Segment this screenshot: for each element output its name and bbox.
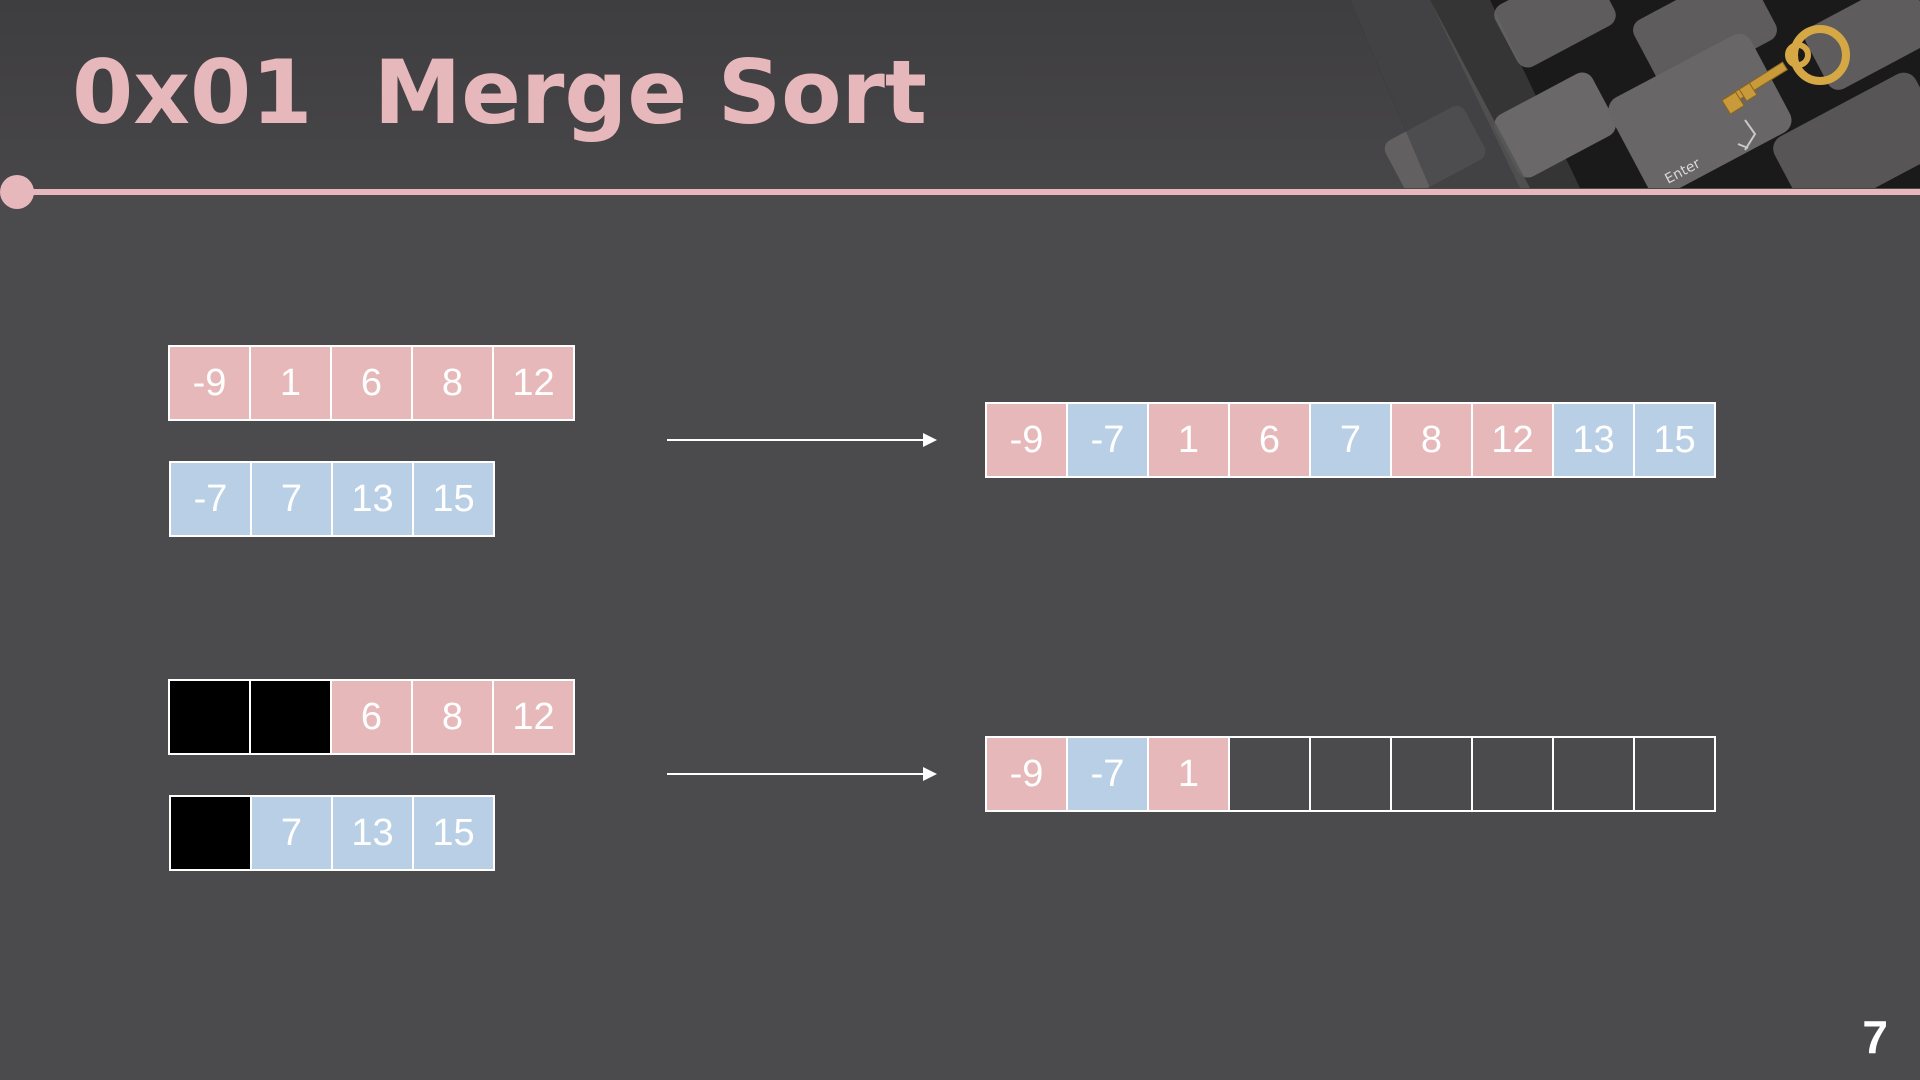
array-cell: 13 <box>1552 402 1635 478</box>
array-cell: 15 <box>412 461 495 537</box>
array-cell: 1 <box>1147 402 1230 478</box>
array-cell: 8 <box>411 679 494 755</box>
empty-cell <box>1309 736 1392 812</box>
array-cell: 13 <box>331 461 414 537</box>
consumed-cell <box>168 679 251 755</box>
array-cell: 1 <box>249 345 332 421</box>
array-cell: -9 <box>985 402 1068 478</box>
array-cell: 8 <box>1390 402 1473 478</box>
array-cell: -7 <box>1066 736 1149 812</box>
merge-arrow-2 <box>667 767 937 781</box>
array-cell: 6 <box>1228 402 1311 478</box>
array-cell: 12 <box>492 345 575 421</box>
array-cell: 8 <box>411 345 494 421</box>
consumed-cell <box>249 679 332 755</box>
array-cell: 1 <box>1147 736 1230 812</box>
array-cell: 7 <box>1309 402 1392 478</box>
array-cell: 13 <box>331 795 414 871</box>
page-number: 7 <box>1862 1011 1888 1063</box>
step1-right-array: -7 7 13 15 <box>169 461 495 537</box>
array-cell: 12 <box>492 679 575 755</box>
array-cell: 6 <box>330 345 413 421</box>
array-cell: -7 <box>169 461 252 537</box>
array-cell: 6 <box>330 679 413 755</box>
keyboard-key-photo-icon: Enter <box>1350 0 1920 188</box>
array-cell: 12 <box>1471 402 1554 478</box>
array-cell: -7 <box>1066 402 1149 478</box>
empty-cell <box>1390 736 1473 812</box>
array-cell: 15 <box>1633 402 1716 478</box>
empty-cell <box>1228 736 1311 812</box>
array-cell: 15 <box>412 795 495 871</box>
array-cell: -9 <box>985 736 1068 812</box>
step1-left-array: -9 1 6 8 12 <box>168 345 575 421</box>
array-cell: 7 <box>250 461 333 537</box>
merge-arrow-1 <box>667 433 937 447</box>
empty-cell <box>1633 736 1716 812</box>
array-cell: -9 <box>168 345 251 421</box>
header-divider-line <box>16 189 1920 195</box>
consumed-cell <box>169 795 252 871</box>
slide-title: 0x01 Merge Sort <box>72 41 927 144</box>
empty-cell <box>1552 736 1635 812</box>
array-cell: 7 <box>250 795 333 871</box>
empty-cell <box>1471 736 1554 812</box>
